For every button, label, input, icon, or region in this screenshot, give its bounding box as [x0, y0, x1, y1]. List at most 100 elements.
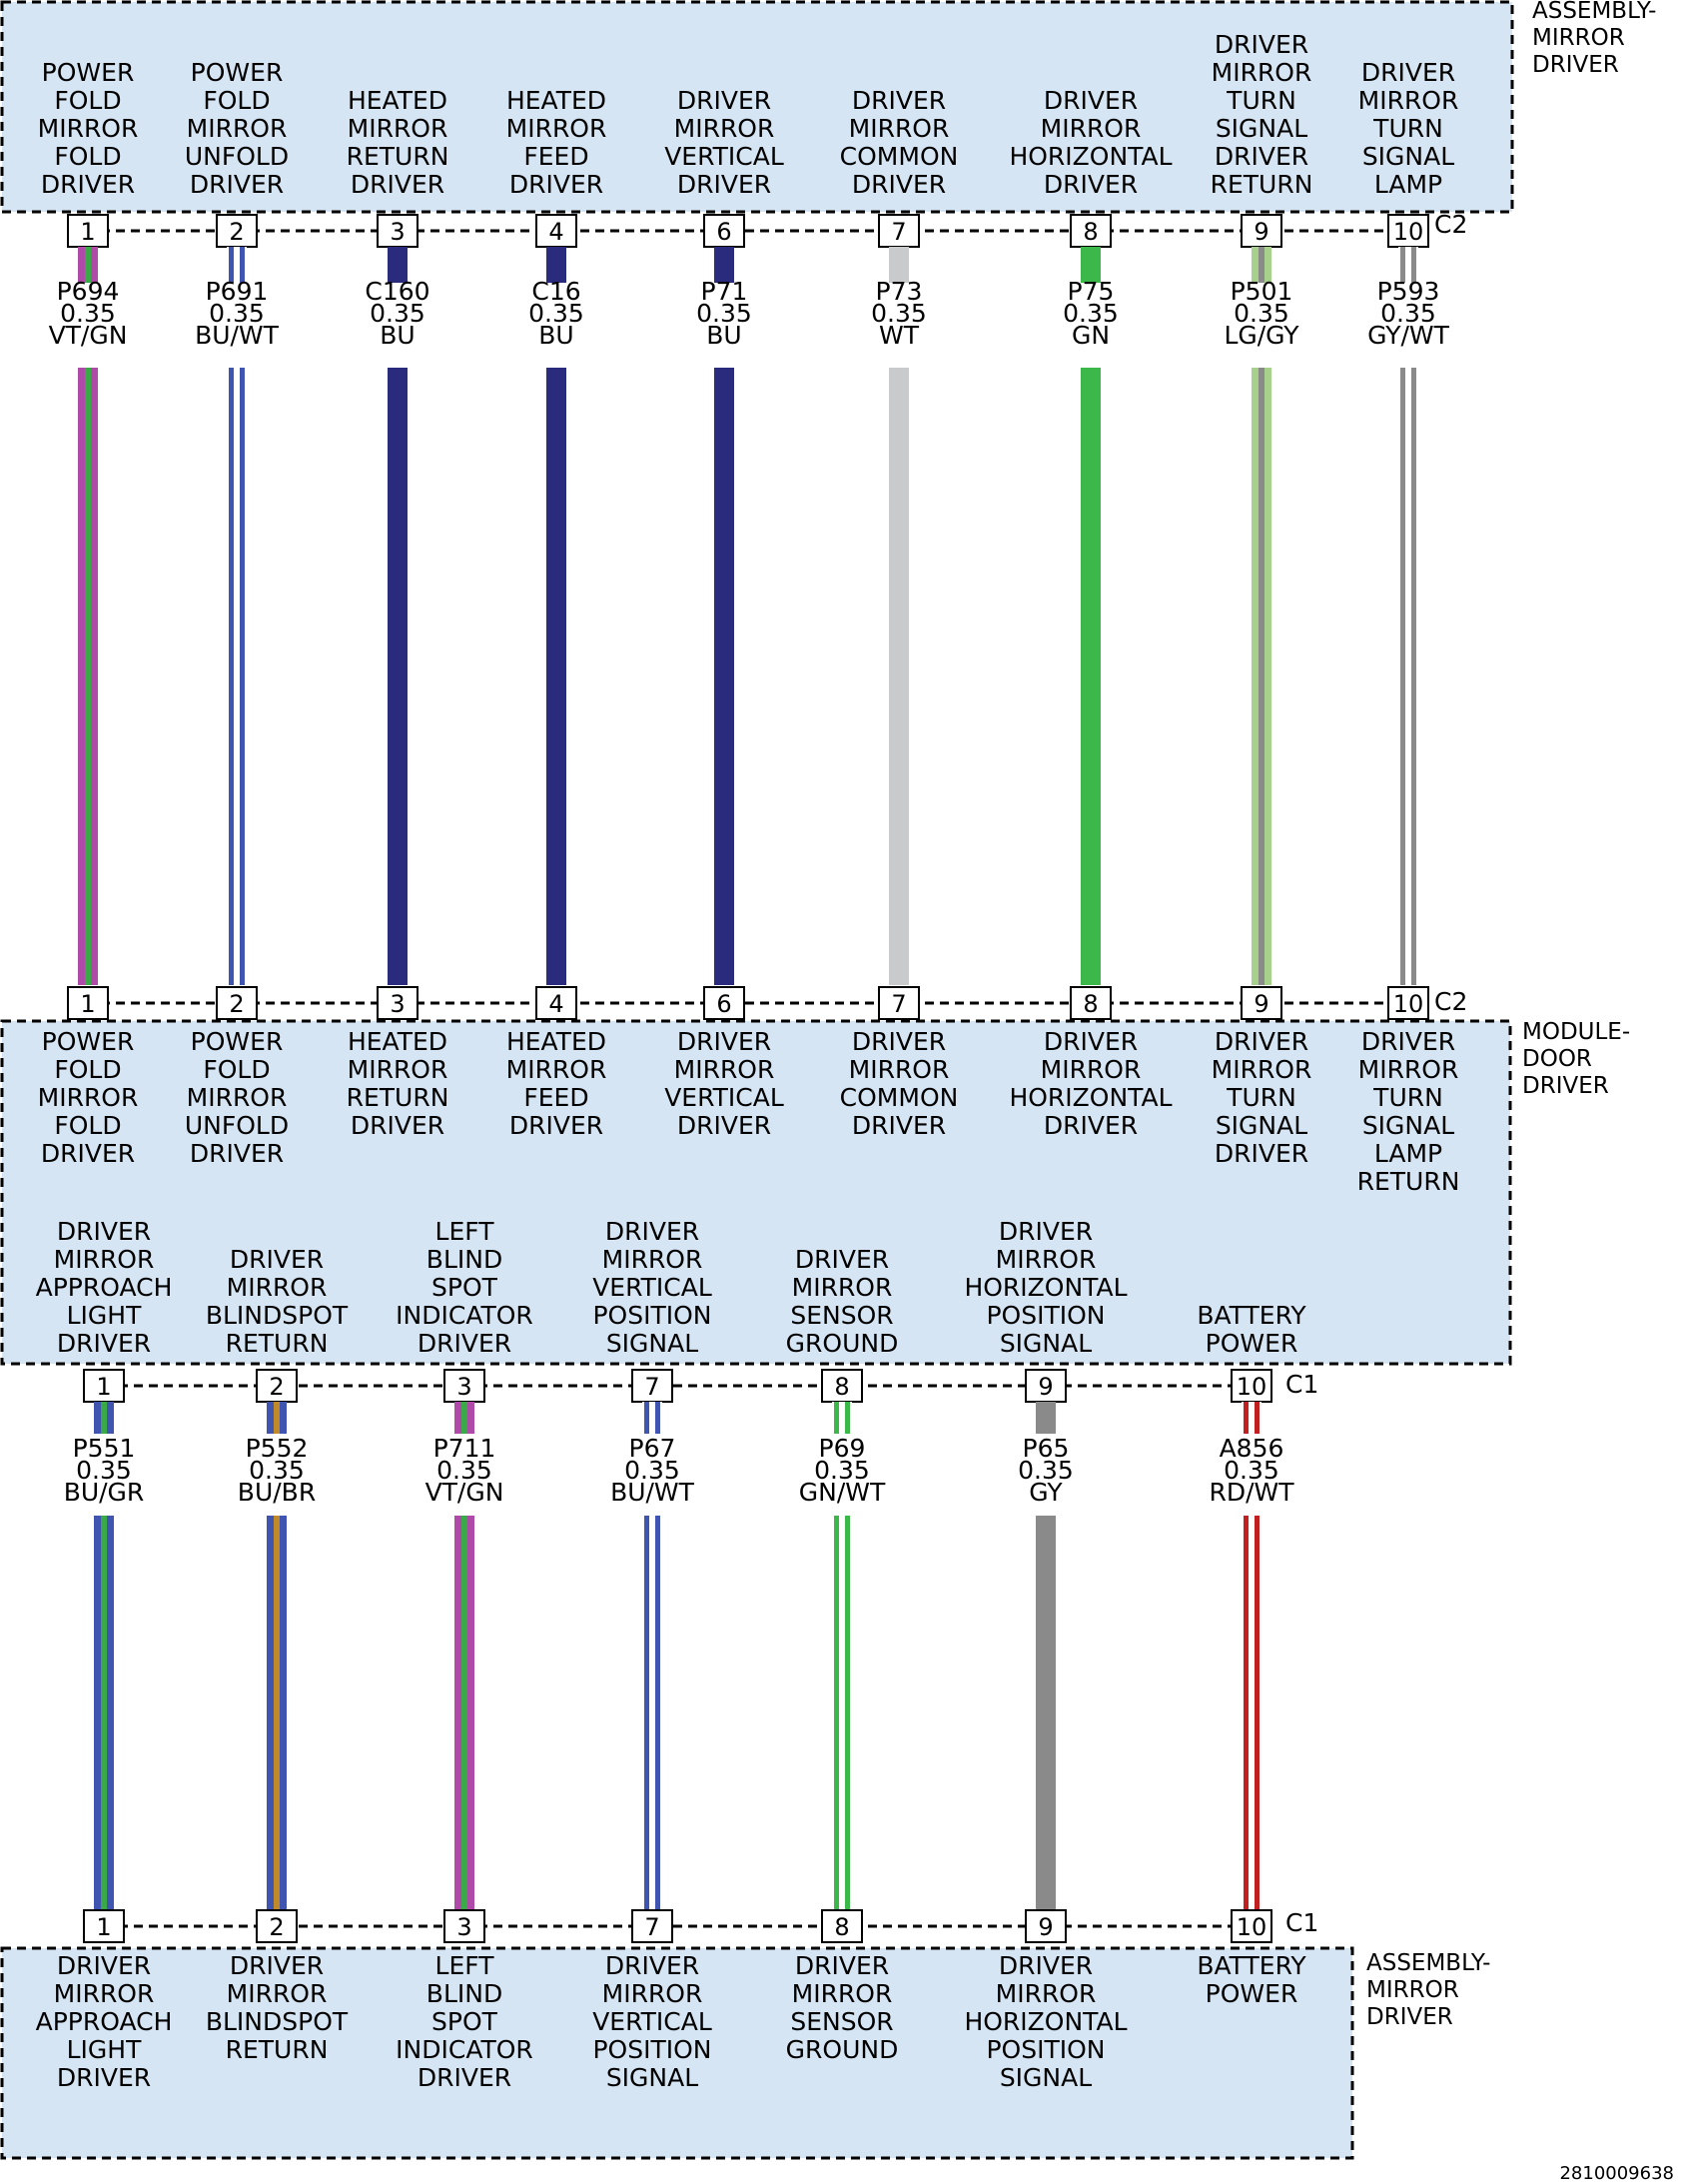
c2-top-pin: 4 [535, 214, 577, 248]
c2-wire [889, 368, 909, 985]
pin-number: 7 [891, 990, 906, 1018]
pin-number: 10 [1393, 990, 1424, 1018]
c2-wire-stub-top [889, 247, 909, 283]
pin-box [377, 986, 419, 1020]
pin-number: 3 [456, 1913, 471, 1941]
wire-strand [240, 368, 245, 985]
wire-strand [229, 247, 234, 283]
wire-strand [1400, 247, 1405, 283]
pin-number: 9 [1038, 1913, 1053, 1941]
pin-box [535, 214, 577, 248]
wire-strand [229, 368, 234, 985]
c1-bottom-pin: 3 [443, 1909, 485, 1943]
pin-number: 7 [644, 1913, 659, 1941]
wire-strand [655, 1516, 660, 1910]
pin-number: 7 [644, 1373, 659, 1401]
pin-number: 1 [96, 1373, 111, 1401]
wire-body [388, 368, 408, 985]
c2-bottom-pin: 9 [1241, 986, 1282, 1020]
wire-strand [1244, 1402, 1249, 1434]
c1-wire [642, 1516, 662, 1910]
c2-wire [227, 368, 247, 985]
mirror-assembly-top-panel [0, 0, 1514, 214]
door-module-panel [0, 1019, 1512, 1366]
pin-box [1231, 1909, 1272, 1943]
pin-box [256, 1369, 298, 1403]
c2-wire [1081, 368, 1101, 985]
c2-bottom-pin: 1 [67, 986, 109, 1020]
wire-body [714, 368, 734, 985]
document-number: 2810009638 [1559, 2163, 1674, 2184]
wire-stripe [1259, 368, 1264, 985]
pin-number: 8 [1083, 218, 1098, 246]
pin-box [1387, 986, 1429, 1020]
pin-number: 8 [834, 1913, 849, 1941]
c1-wire [1242, 1516, 1261, 1910]
c2-top-pin: 8 [1070, 214, 1112, 248]
wire-strand [1244, 1516, 1249, 1910]
wire-stripe [461, 1402, 467, 1434]
wire-body [714, 247, 734, 283]
c2-top-pin: 7 [878, 214, 920, 248]
c1-wire [94, 1516, 114, 1910]
c2-wire [78, 368, 98, 985]
c1-wire [832, 1516, 852, 1910]
wire-strand [1255, 1516, 1260, 1910]
pin-number: 9 [1038, 1373, 1053, 1401]
wire-body [889, 368, 909, 985]
c2-bottom-pin: 10 [1387, 986, 1429, 1020]
wire-body [1081, 368, 1101, 985]
pin-box [821, 1369, 863, 1403]
c1-top-pin: 8 [821, 1369, 863, 1403]
c2-wire-stub-top [1252, 247, 1271, 283]
c2-wire-stub-top [388, 247, 408, 283]
c2-wire-stub-top [1398, 247, 1418, 283]
wire-stripe [85, 368, 91, 985]
pin-number: 2 [229, 990, 244, 1018]
c1-top-pin: 2 [256, 1369, 298, 1403]
wire-strand [644, 1402, 649, 1434]
wire-stripe [274, 1402, 280, 1434]
pin-box [216, 986, 258, 1020]
pin-number: 3 [456, 1373, 471, 1401]
pin-number: 6 [716, 218, 731, 246]
c1-wire-stub-top [1242, 1402, 1261, 1434]
pin-box [1025, 1909, 1067, 1943]
wire-strand [240, 247, 245, 283]
wire-stripe [101, 1516, 107, 1910]
pin-number: 9 [1254, 218, 1268, 246]
c2-wire-stub-top [78, 247, 98, 283]
c2-top-pin: 2 [216, 214, 258, 248]
pin-number: 10 [1393, 218, 1424, 246]
c2-wire [1398, 368, 1418, 985]
c1-wire-stub-top [1036, 1402, 1056, 1434]
